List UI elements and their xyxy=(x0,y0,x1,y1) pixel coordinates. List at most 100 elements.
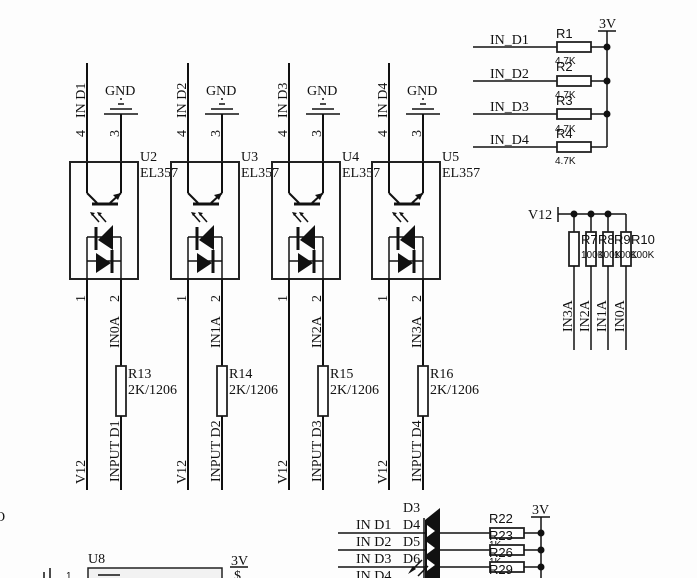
pin-number-4: 4 xyxy=(175,130,190,137)
bias-resistor-network: V12 R7 R8 R9 R10 100K 100K 100K 100K IN3… xyxy=(528,207,655,350)
optocoupler-body xyxy=(170,161,240,280)
resistor-r16 xyxy=(417,365,429,417)
net-label-input-d3: INPUT D3 xyxy=(310,420,325,482)
net-label-in3a: IN3A xyxy=(561,299,576,332)
pin-number-2: 2 xyxy=(209,295,224,302)
net-label-in1a: IN1A xyxy=(595,299,610,332)
pin-number-1: 1 xyxy=(175,295,190,302)
diode-ref-d4: D4 xyxy=(403,518,420,533)
rail-label-3v: 3V xyxy=(532,503,549,518)
net-label-in-d2: IN D2 xyxy=(175,83,190,118)
resistor-value: 2K/1206 xyxy=(128,383,177,398)
gnd-label: GND xyxy=(206,84,236,99)
ref-designator: U3 xyxy=(241,150,258,165)
net-label-input-d2: INPUT D2 xyxy=(209,420,224,482)
resistor-r13 xyxy=(115,365,127,417)
ref-designator: U4 xyxy=(342,150,359,165)
resistor-value: 2K/1206 xyxy=(330,383,379,398)
phototransistor-icon xyxy=(388,162,424,206)
pin-number-3: 3 xyxy=(310,130,325,137)
optocoupler-u2: IN D1 4 GND 3 U2 EL357 xyxy=(69,63,178,490)
resistor-ref-r22: R22 xyxy=(489,511,513,526)
resistor-ref: R2 xyxy=(556,59,573,74)
net-label-in-d1: IN D1 xyxy=(74,83,89,118)
edge-text-fragment: O xyxy=(0,510,5,525)
pin-number-4: 4 xyxy=(74,130,89,137)
junction-dot xyxy=(537,546,545,554)
junction-dot xyxy=(603,77,611,85)
rail-stub: $ xyxy=(234,569,241,578)
gnd-label: GND xyxy=(407,84,437,99)
part-number: EL357 xyxy=(241,166,279,181)
phototransistor-icon xyxy=(86,162,122,206)
pin-number-4: 4 xyxy=(376,130,391,137)
resistor-r15 xyxy=(317,365,329,417)
net-label-v12: V12 xyxy=(175,460,190,484)
net-label-in0a: IN0A xyxy=(613,299,628,332)
resistor-ref-r26: R26 xyxy=(489,545,513,560)
pin-number-2: 2 xyxy=(410,295,425,302)
net-label-in1a: IN1A xyxy=(209,315,224,348)
resistor-ref: R1 xyxy=(556,26,573,41)
part-number: EL357 xyxy=(342,166,380,181)
ic-u8: U8 1 3V $ xyxy=(43,552,248,578)
resistor-r2 xyxy=(556,75,592,87)
resistor-r3 xyxy=(556,108,592,120)
pin-number-3: 3 xyxy=(209,130,224,137)
optocoupler-body xyxy=(371,161,441,280)
resistor-ref: R15 xyxy=(330,367,353,382)
led-emitter-icon xyxy=(187,212,223,279)
ref-designator: U8 xyxy=(88,552,105,567)
diode-ref-d5: D5 xyxy=(403,535,420,550)
resistor-ref: R10 xyxy=(631,232,655,247)
optocoupler-u3: IN D2 4 GND 3 U3 EL357 xyxy=(170,63,279,490)
resistor-value: 100K xyxy=(631,250,655,261)
resistor-value: 4.7K xyxy=(555,156,576,167)
resistor-value: 2K/1206 xyxy=(430,383,479,398)
ground-symbol-icon xyxy=(205,98,239,115)
net-label-in3a: IN3A xyxy=(410,315,425,348)
net-label-in-d2: IN_D2 xyxy=(490,67,529,82)
net-label-v12: V12 xyxy=(74,460,89,484)
rail-label-v12: V12 xyxy=(528,208,552,223)
optocoupler-body xyxy=(69,161,139,280)
optocoupler-body xyxy=(271,161,341,280)
net-label-in-d4: IN D4 xyxy=(376,83,391,118)
net-label-in-d4: IN D4 xyxy=(356,569,391,578)
phototransistor-icon xyxy=(187,162,223,206)
resistor-r4 xyxy=(556,141,592,153)
diode-ref-d3: D3 xyxy=(403,501,420,516)
ref-designator: U5 xyxy=(442,150,459,165)
net-label-in-d2: IN D2 xyxy=(356,535,391,550)
resistor-ref: R4 xyxy=(556,126,573,141)
ground-symbol-icon xyxy=(406,98,440,115)
net-label-in-d3: IN D3 xyxy=(276,83,291,118)
resistor-value: 4.7K xyxy=(555,90,576,101)
net-label-in-d1: IN D1 xyxy=(356,518,391,533)
net-label-in-d3: IN D3 xyxy=(356,552,391,567)
net-label-in0a: IN0A xyxy=(108,315,123,348)
ic-body xyxy=(87,567,223,578)
resistor-value: 4.7K xyxy=(555,124,576,135)
junction-dot xyxy=(603,110,611,118)
net-label-in-d1: IN_D1 xyxy=(490,33,529,48)
pin-number-1: 1 xyxy=(74,295,89,302)
resistor-value: 100K xyxy=(614,250,638,261)
resistor-value: 100K xyxy=(581,250,605,261)
resistor-ref: R7 xyxy=(581,232,598,247)
pin-number-2: 2 xyxy=(108,295,123,302)
led-emitter-icon xyxy=(86,212,122,279)
net-label-v12: V12 xyxy=(276,460,291,484)
resistor-value: 100K xyxy=(598,250,622,261)
junction-dot xyxy=(603,43,611,51)
net-label-in-d3: IN_D3 xyxy=(490,100,529,115)
gnd-label: GND xyxy=(307,84,337,99)
optocoupler-u4: IN D3 4 GND 3 U4 EL357 xyxy=(271,63,380,490)
led-indicator-block: D3 D4 D5 D6 IN D1 IN D2 IN D3 IN D4 R22 … xyxy=(338,501,550,578)
net-label-in2a: IN2A xyxy=(310,315,325,348)
resistor-r7 xyxy=(568,231,580,267)
junction-dot xyxy=(537,563,545,571)
net-label-input-d1: INPUT D1 xyxy=(108,420,123,482)
rail-label-3v: 3V xyxy=(231,554,248,569)
